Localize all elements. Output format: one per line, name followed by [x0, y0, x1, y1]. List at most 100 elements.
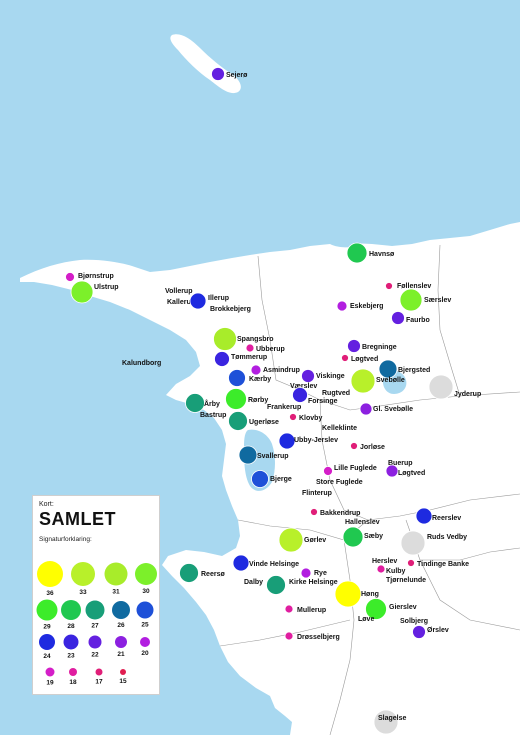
legend-title: SAMLET	[39, 509, 116, 529]
place-marker	[185, 393, 205, 413]
place-label: Ulstrup	[94, 284, 119, 291]
place-label: Vinde Helsinge	[249, 561, 299, 568]
place-marker	[278, 527, 304, 553]
place-marker	[334, 580, 362, 608]
legend-symbol-label: 22	[91, 652, 99, 659]
place-label: Ugerløse	[249, 419, 279, 426]
place-marker	[385, 464, 399, 478]
place-marker	[310, 508, 318, 516]
kalundborg-fjord	[92, 330, 196, 372]
place-label: Ruds Vedby	[427, 534, 467, 541]
place-label: Reerslev	[432, 515, 461, 522]
legend-symbol-label: 30	[142, 588, 150, 595]
place-marker	[238, 445, 258, 465]
legend-symbol-label: 20	[141, 650, 149, 657]
legend-symbol	[115, 636, 127, 648]
place-label: Svallerup	[257, 453, 289, 460]
place-label: Jorløse	[360, 444, 385, 451]
place-label: Bjerge	[270, 476, 292, 483]
legend-symbol-label: 31	[112, 589, 120, 596]
legend-symbol-label: 36	[46, 590, 54, 597]
place-marker	[359, 402, 373, 416]
place-label: Store Fuglede	[316, 479, 363, 486]
place-label: Spangsbro	[237, 336, 274, 343]
legend-symbol	[136, 601, 154, 619]
place-label: Bakkendrup	[320, 510, 360, 517]
place-label: Særslev	[424, 297, 451, 304]
place-label: Sejerø	[226, 72, 248, 79]
place-marker	[70, 280, 94, 304]
place-label: Årby	[204, 399, 220, 408]
place-marker	[65, 272, 75, 282]
place-label: Bastrup	[200, 412, 226, 419]
place-marker	[179, 563, 199, 583]
place-marker	[350, 368, 376, 394]
legend-symbol	[37, 561, 63, 587]
place-label: Gierslev	[389, 604, 417, 611]
place-marker	[347, 339, 361, 353]
place-label: Viskinge	[316, 373, 345, 380]
place-marker	[213, 327, 237, 351]
legend-symbol	[104, 562, 128, 586]
place-marker	[400, 530, 426, 556]
place-label: Lille Fuglede	[334, 465, 377, 472]
place-label: Bjørnstrup	[78, 273, 114, 280]
legend-symbol	[36, 599, 58, 621]
place-label: Rye	[314, 570, 327, 577]
place-marker	[385, 282, 393, 290]
place-label: Rørby	[248, 397, 268, 404]
legend-symbol	[85, 600, 105, 620]
place-marker	[228, 369, 246, 387]
place-label: Ubberup	[256, 346, 285, 353]
bay-north	[330, 222, 367, 248]
place-label: Frankerup	[267, 404, 301, 411]
place-marker	[336, 300, 348, 312]
place-marker	[211, 67, 225, 81]
place-marker	[323, 466, 333, 476]
place-label: Solbjerg	[400, 618, 428, 625]
place-marker	[378, 359, 398, 379]
place-label: Brokkebjerg	[210, 306, 251, 313]
place-label: Gl. Svebølle	[373, 406, 413, 413]
place-label: Tømmerup	[231, 354, 267, 361]
legend-symbol-label: 15	[119, 678, 127, 685]
place-label: Værslev	[290, 383, 317, 390]
legend-symbol-label: 29	[43, 624, 51, 631]
place-label: Sæby	[364, 533, 383, 540]
place-marker	[284, 631, 294, 641]
place-label: Kelleklinte	[322, 425, 357, 432]
place-marker	[341, 354, 349, 362]
legend-symbol-label: 23	[67, 653, 75, 660]
place-label: Løgtved	[351, 356, 378, 363]
place-label: Jyderup	[454, 391, 481, 398]
place-label: Svebølle	[376, 377, 405, 384]
place-label: Bjergsted	[398, 367, 430, 374]
place-label: Kærby	[249, 376, 271, 383]
place-marker	[350, 442, 358, 450]
sejero-island	[170, 34, 241, 94]
place-marker	[373, 709, 399, 735]
place-marker	[346, 242, 368, 264]
place-marker	[300, 567, 312, 579]
place-marker	[289, 413, 297, 421]
place-label: Illerup	[208, 295, 229, 302]
place-label: Høng	[361, 591, 379, 598]
place-marker	[266, 575, 286, 595]
place-label: Havnsø	[369, 251, 395, 258]
legend-symbol-label: 28	[67, 623, 75, 630]
place-label: Buerup	[388, 460, 413, 467]
legend-symbol	[45, 667, 55, 677]
place-label: Flinterup	[302, 490, 332, 497]
place-label: Tindinge Banke	[417, 561, 469, 568]
place-label: Drøsselbjerg	[297, 634, 340, 641]
place-label: Dalby	[244, 579, 263, 586]
legend-symbol-label: 26	[117, 622, 125, 629]
legend-symbol	[61, 600, 81, 620]
place-marker	[428, 374, 454, 400]
place-label: Slagelse	[378, 715, 407, 722]
place-marker	[250, 364, 262, 376]
place-marker	[301, 369, 315, 383]
legend-symbol	[95, 668, 103, 676]
